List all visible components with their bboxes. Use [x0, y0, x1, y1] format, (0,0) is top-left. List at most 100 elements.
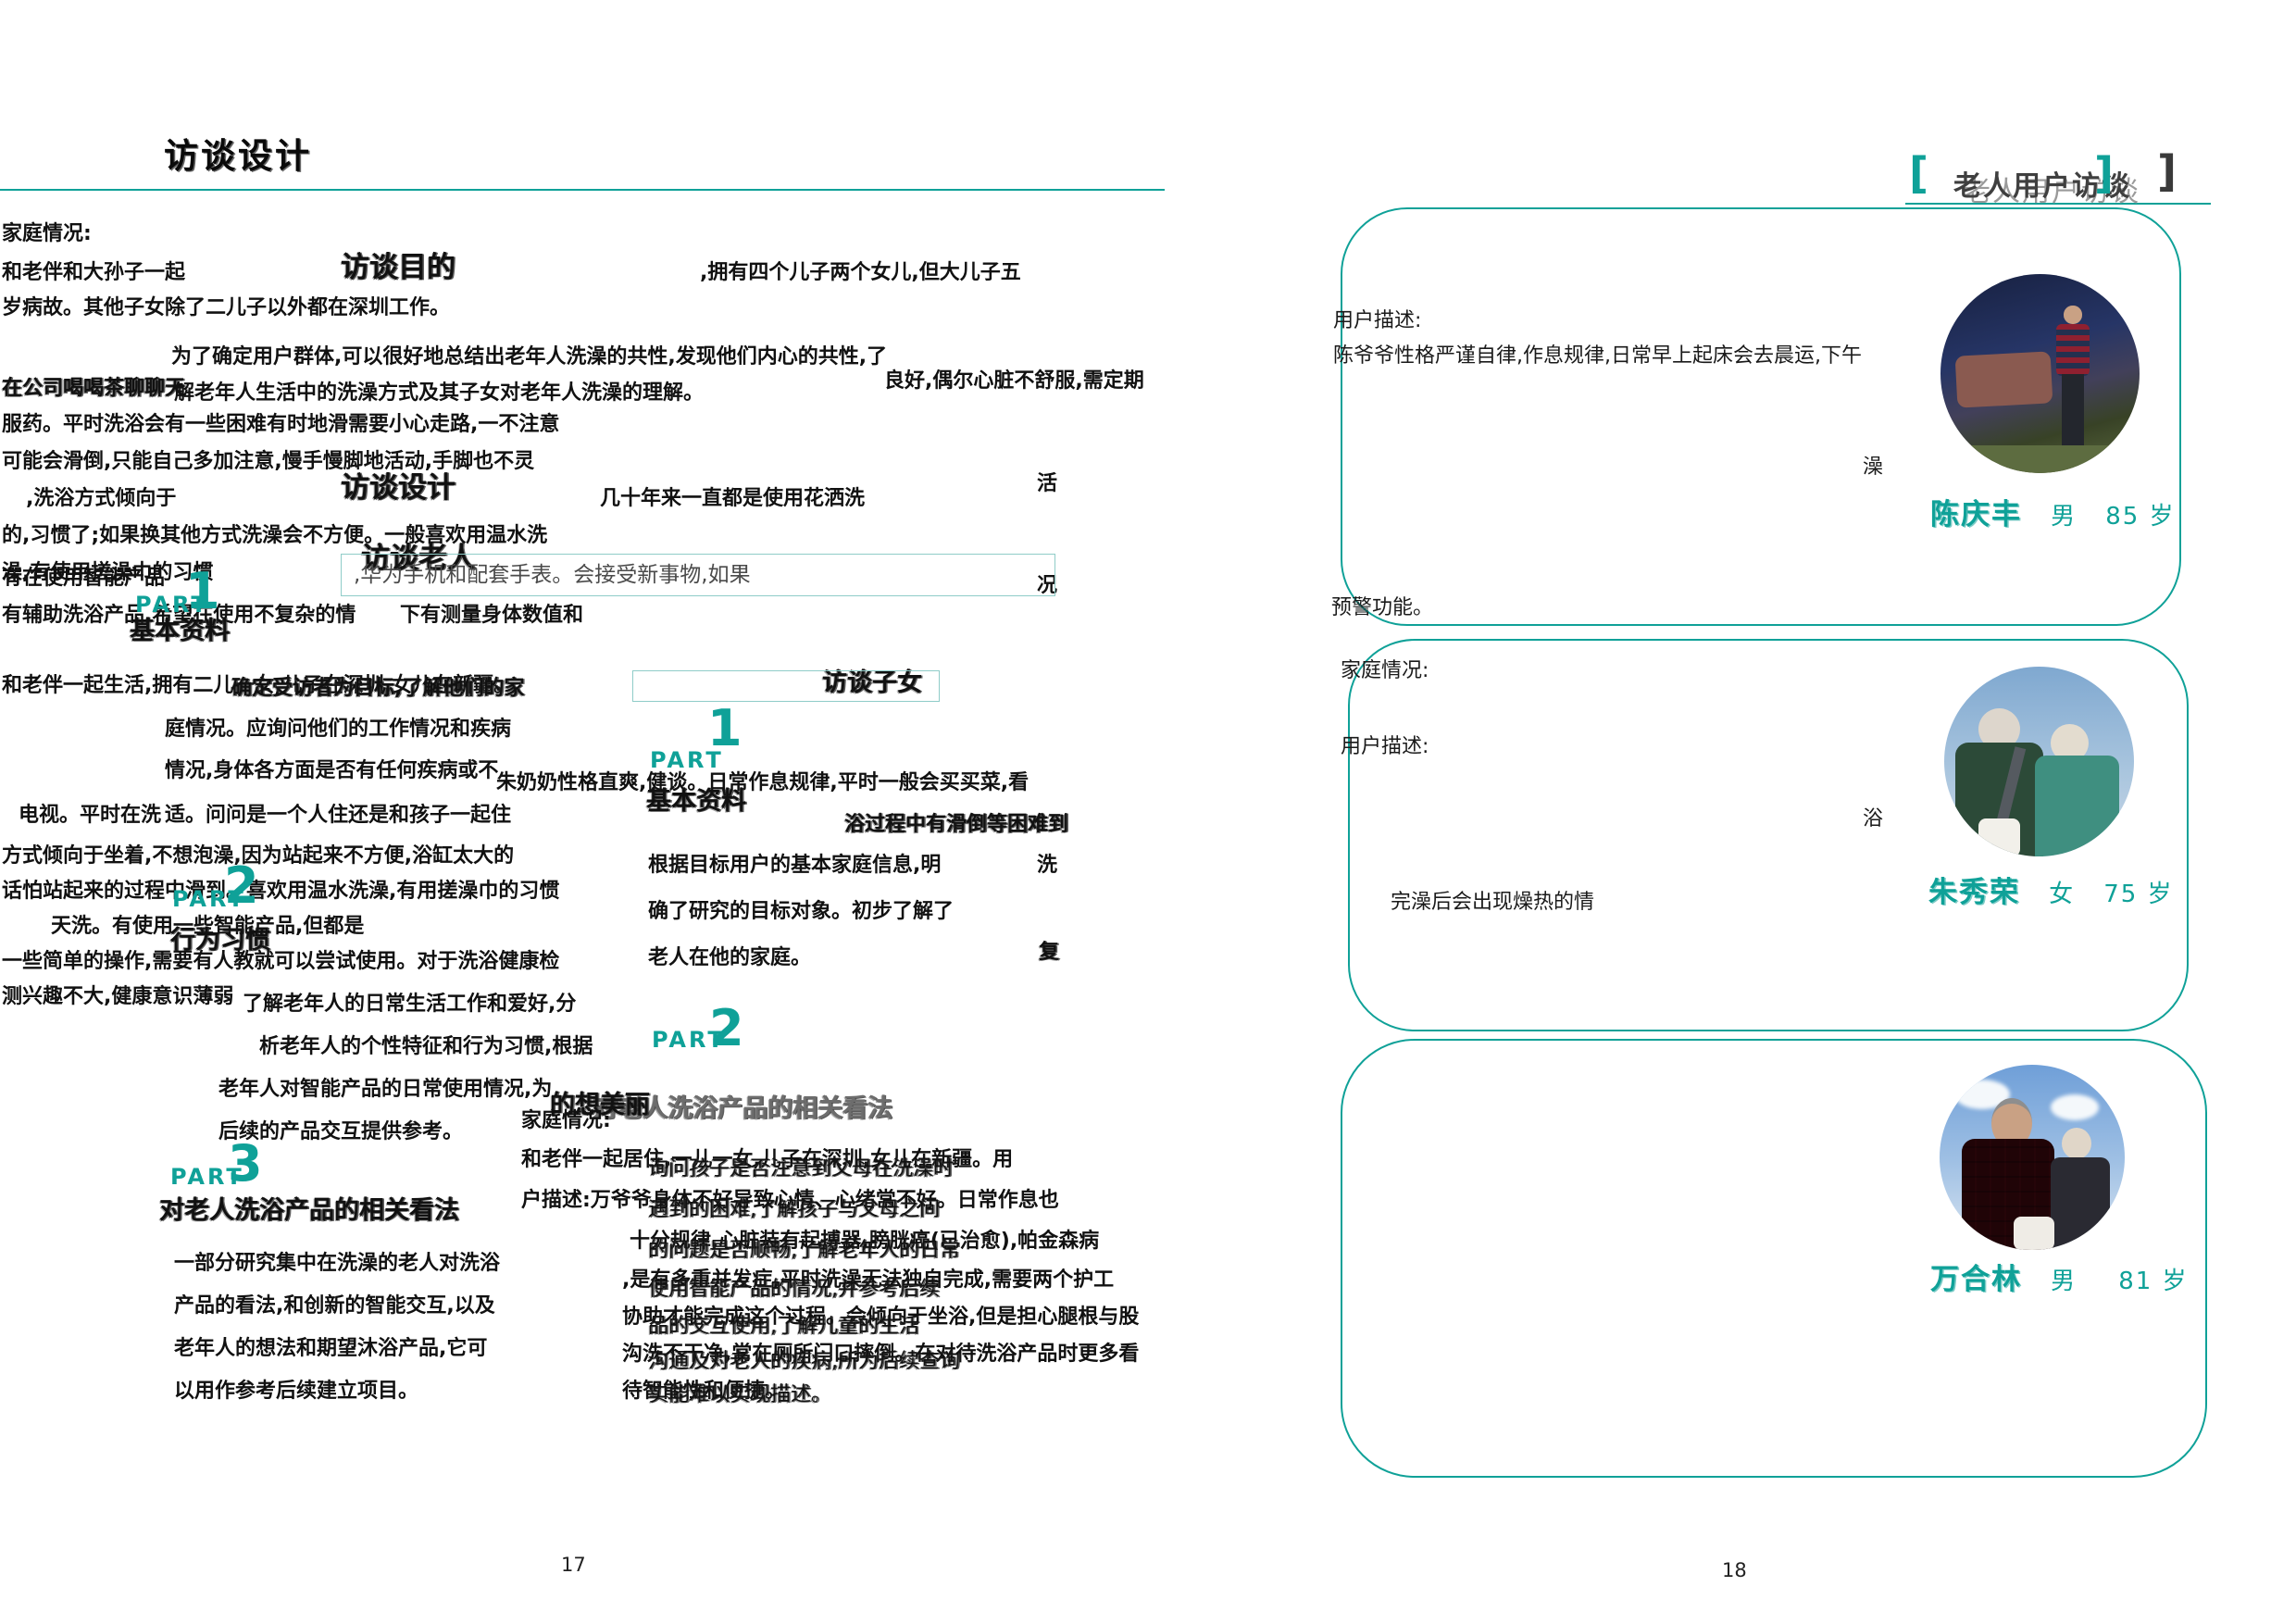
text-line: 复	[1039, 941, 1060, 964]
profile-photo-chen	[1940, 274, 2140, 473]
text-line: 良好,偶尔心脏不舒服,需定期	[884, 369, 1144, 393]
text-line: 访谈老人	[361, 542, 476, 575]
divider-line	[0, 189, 1165, 191]
text-line: 况	[1037, 574, 1058, 597]
text-line: 使用智能产品的情况,并参考后续	[648, 1278, 940, 1301]
text-line: 遇到的困难,了解孩子与父母之间	[648, 1198, 940, 1221]
profile-card-wan	[1341, 1039, 2207, 1478]
person-torso-shape	[2055, 323, 2090, 376]
bag-shape	[1978, 818, 2020, 856]
person-legs-shape	[2062, 373, 2084, 454]
text-line: PART	[172, 886, 246, 912]
text-line: ,是有多重并发症,平时洗澡无法独自完成,需要两个护工	[622, 1268, 1115, 1292]
text-line: 行为习惯	[170, 926, 270, 955]
person-torso-shape	[2035, 756, 2119, 856]
lawn-shape	[1940, 444, 2140, 473]
profile-age: 85 岁	[2105, 503, 2176, 531]
text-line: 活	[1037, 472, 1058, 495]
text-line: 方式倾向于坐着,不想泡澡,因为站起来不方便,浴缸太大的	[2, 844, 515, 868]
text-line: 下有测量身体数值和	[400, 604, 584, 627]
profile-gender: 男	[2051, 1268, 2078, 1295]
text-line: 浴过程中有滑倒等困难到	[844, 813, 1069, 836]
text-line: 户描述:万爷爷身体不好导致心情、心绪常不好。日常作息也	[521, 1189, 1059, 1212]
text-fragment: 浴	[1863, 807, 1884, 831]
text-line: PART	[170, 1164, 244, 1190]
person-torso-shape	[2051, 1157, 2110, 1250]
profile-age: 75 岁	[2103, 881, 2174, 908]
text-line: 产品的看法,和创新的智能交互,以及	[174, 1294, 495, 1318]
text-line: 几十年来一直都是使用花洒洗	[600, 487, 866, 510]
text-line: 洗	[1037, 854, 1058, 877]
page-number-right: 18	[1722, 1559, 1747, 1581]
text-line: 老年人对智能产品的日常使用情况,为	[218, 1078, 553, 1101]
text-line: 1	[707, 699, 742, 757]
profile-gender: 男	[2051, 503, 2078, 531]
profile-photo-zhu	[1944, 667, 2134, 856]
header-title-ghost: 老人用户访谈	[1963, 176, 2140, 208]
text-line: 情况,身体各方面是否有任何疾病或不	[165, 759, 499, 782]
text-line: ,华为手机和配套手表。会接受新事物,如果	[354, 563, 751, 587]
person-head-shape	[2050, 723, 2089, 762]
text-line: 确定受访者为目标,了解他们的家	[231, 677, 525, 700]
text-line: 和老伴一起居住,一儿一女,儿子在深圳,女儿在新疆。用	[521, 1148, 1014, 1171]
text-line: 的,习惯了;如果换其他方式洗澡会不方便。一般喜欢用温水洗	[2, 524, 548, 547]
text-line: 的想美丽	[550, 1091, 650, 1119]
text-line: 基本资料	[130, 617, 230, 645]
text-line: 沟通及对老人的疾病,所为后续查询	[648, 1350, 960, 1373]
text-line: 2	[224, 856, 259, 915]
text-line: 了解老年人的日常生活工作和爱好,分	[243, 993, 577, 1016]
profile-gender: 女	[2049, 881, 2076, 908]
text-line: 庭情况。应询问他们的工作情况和疾病	[165, 718, 512, 741]
text-line: 解老年人生活中的洗澡方式及其子女对老年人洗澡的理解。	[174, 381, 705, 405]
desc-label: 用户描述:	[1333, 309, 1422, 332]
text-line: 的问题是否顺畅,了解老年人的日常	[648, 1239, 960, 1262]
night-sign-shape	[1954, 351, 2053, 408]
header-title: 老人用户访谈	[1953, 170, 2131, 203]
profile-name: 万合林	[1930, 1263, 2022, 1296]
text-line: 为了确定用户群体,可以很好地总结出老年人洗澡的共性,发现他们内心的共性,了	[171, 345, 888, 369]
text-line: PART	[135, 592, 209, 618]
text-line: 测兴趣不大,健康意识薄弱	[2, 985, 234, 1008]
note-text: 完澡后会出现燥热的情	[1391, 891, 1595, 914]
profile-name-row: 陈庆丰 男 85 岁	[1930, 491, 2176, 532]
profile-age: 81 岁	[2118, 1268, 2189, 1295]
text-line: 岁病故。其他子女除了二儿子以外都在深圳工作。	[2, 296, 451, 319]
text-line: 和老伴和大孙子一起	[2, 261, 186, 284]
text-line: 3	[228, 1134, 263, 1193]
text-line: 一部分研究集中在洗澡的老人对洗浴	[174, 1252, 501, 1275]
text-line: 实能难以实现描述。	[648, 1383, 832, 1406]
text-line: 朱奶奶性格直爽,健谈。日常作息规律,平时一般会买买菜,看	[496, 771, 1029, 794]
profile-name-row: 万合林 男 81 岁	[1930, 1255, 2189, 1297]
person-head-shape	[2062, 1128, 2091, 1159]
text-line: 品的交互使用,了解儿童的生活	[648, 1315, 919, 1338]
text-line: 有辅助洗浴产品,希望在使用不复杂的情	[2, 604, 356, 627]
profile-card-chen	[1341, 207, 2181, 626]
text-line: 天洗。有使用一些智能产品,但都是	[51, 915, 365, 938]
text-line: 询问孩子是否注意到父母在洗澡时	[648, 1157, 955, 1181]
text-line: 有在使用智能产品	[2, 567, 166, 590]
text-line: ,拥有四个儿子两个女儿,但大儿子五	[700, 261, 1021, 284]
text-line: 话怕站起来的过程中滑到。喜欢用温水洗澡,有用搓澡巾的习惯	[2, 880, 560, 903]
text-line: 沟洗不干净,常在厕所门口摔倒。在对待洗浴产品时更多看	[622, 1343, 1140, 1366]
text-line: PART	[652, 1027, 726, 1053]
profile-name: 朱秀荣	[1928, 876, 2020, 909]
profile-photo-wan	[1940, 1065, 2125, 1250]
close-bracket2-glyph: ]	[2157, 146, 2177, 196]
divider-line	[1905, 203, 2211, 205]
open-bracket-glyph: [	[1909, 148, 1929, 198]
page-number-left: 17	[561, 1554, 586, 1576]
text-line: 可能会滑倒,只能自己多加注意,慢手慢脚地活动,手脚也不灵	[2, 450, 535, 473]
page-title: 访谈设计	[164, 136, 312, 176]
text-line: 协助才能完成这个过程。会倾向于坐浴,但是担心腿根与股	[622, 1305, 1140, 1329]
text-line: 十分规律,心脏装有起搏器,膀胱癌(已治愈),帕金森病	[630, 1230, 1100, 1253]
text-line: 根据目标用户的基本家庭信息,明	[648, 854, 942, 877]
cloud-shape	[2051, 1094, 2099, 1120]
text-line: 对老人洗浴产品的相关看法	[593, 1094, 892, 1123]
text-line: 在公司喝喝茶聊聊天	[2, 377, 186, 400]
text-line: 家庭情况:	[2, 222, 92, 245]
family-label: 家庭情况:	[1341, 659, 1429, 682]
text-line: 老人在他的家庭。	[648, 946, 812, 969]
text-line: 老年人的想法和期望沐浴产品,它可	[174, 1337, 488, 1360]
scarf-shape	[2014, 1217, 2054, 1250]
